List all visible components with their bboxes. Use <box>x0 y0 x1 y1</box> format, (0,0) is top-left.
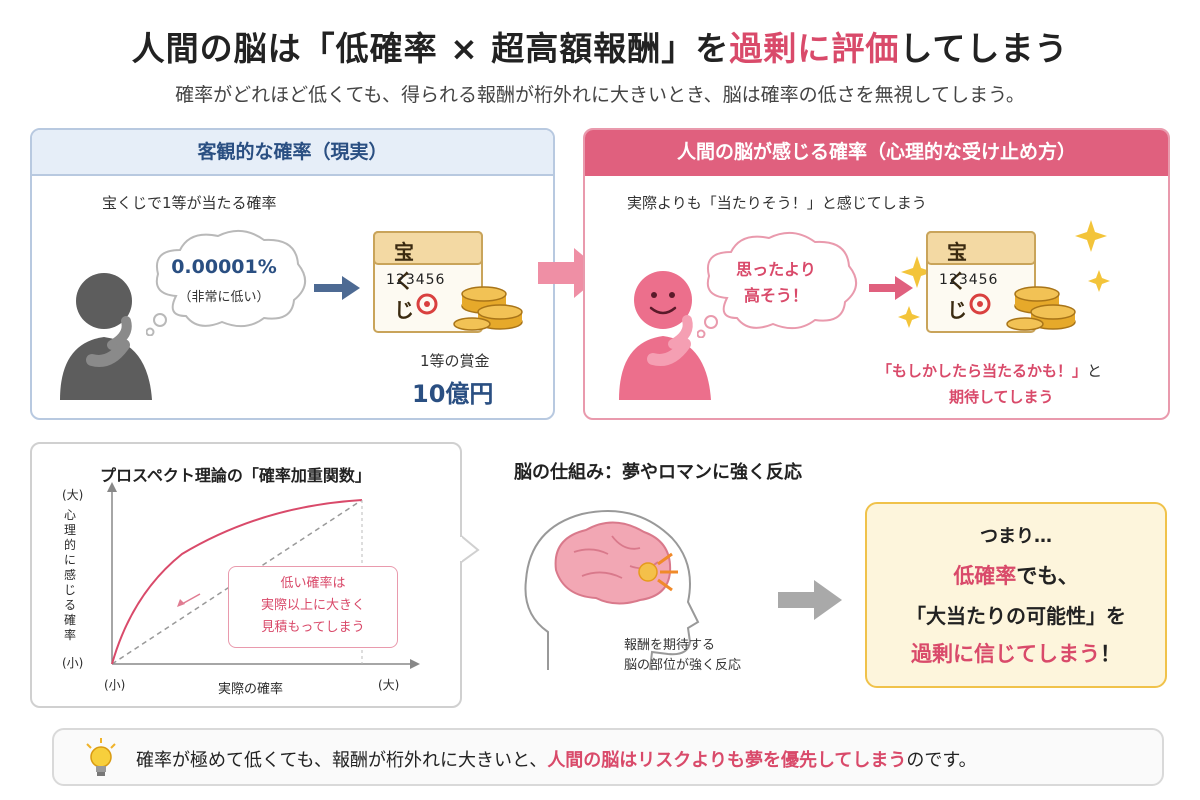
expectation-line1: 「もしかしたら当たるかも！」と <box>877 362 1103 380</box>
conclusion-line1: つまり… <box>980 526 1052 547</box>
graph-bubble-tail <box>460 535 480 565</box>
objective-probability-value: 0.00001% <box>171 256 277 278</box>
ticket-number-2: 123456 <box>939 272 999 288</box>
conclusion-line4: 過剰に信じてしまう！ <box>911 642 1121 666</box>
psychological-caption: 実際よりも「当たりそう！」と感じてしまう <box>627 194 927 212</box>
bubble-line1: 思ったより <box>736 260 816 279</box>
thinking-person-icon <box>60 273 152 400</box>
expectation-line2: 期待してしまう <box>949 388 1054 406</box>
y-axis-bottom: (小) <box>62 656 84 670</box>
x-axis-right: (大) <box>378 678 400 692</box>
summary-text: 確率が極めて低くても、報酬が桁外れに大きいと、人間の脳はリスクよりも夢を優先して… <box>136 750 977 771</box>
brain-caption: 報酬を期待する 脳の部位が強く反応 <box>624 636 741 676</box>
summary-bar: 確率が極めて低くても、報酬が桁外れに大きいと、人間の脳はリスクよりも夢を優先して… <box>52 728 1164 786</box>
y-axis-label: 心理的に感じる確率 <box>64 508 77 642</box>
right-arrow-icon <box>314 276 360 300</box>
prize-value: 10億円 <box>412 380 494 408</box>
conclusion-line2: 低確率でも、 <box>953 564 1079 588</box>
objective-panel: 客観的な確率（現実） 宝くじで1等が当たる確率 0.00001% （非常に低い） <box>30 128 555 420</box>
page-title: 人間の脳は「低確率 × 超高額報酬」を過剰に評価してしまう <box>131 29 1069 68</box>
callout-line2: 実際以上に大きく <box>260 598 365 613</box>
brain-heading: 脳の仕組み：夢やロマンに強く反応 <box>514 462 802 483</box>
ticket-number: 123456 <box>386 272 446 288</box>
prize-label: 1等の賞金 <box>420 352 490 370</box>
conclusion-box: つまり… 低確率でも、 「大当たりの可能性」を 過剰に信じてしまう！ <box>865 502 1167 688</box>
ticket-title-2: 宝くじ <box>947 240 967 322</box>
graph-plot <box>107 482 420 669</box>
right-arrow-icon-pink <box>869 276 913 300</box>
graph-title: プロスペクト理論の「確率加重関数」 <box>100 466 371 485</box>
graph-callout: 低い確率は 実際以上に大きく 見積もってしまう <box>228 566 398 648</box>
callout-line3: 見積もってしまう <box>261 620 365 635</box>
smiling-person-icon <box>619 271 711 400</box>
psychological-panel: 人間の脳が感じる確率（心理的な受け止め方） 実際よりも「当たりそう！」と感じてし… <box>583 128 1170 420</box>
callout-line1: 低い確率は <box>280 576 346 591</box>
x-axis-left: (小) <box>104 678 126 692</box>
objective-thought-bubble: 0.00001% （非常に低い） <box>146 224 306 336</box>
ticket-title: 宝くじ <box>394 240 414 322</box>
psychological-panel-heading: 人間の脳が感じる確率（心理的な受け止め方） <box>585 130 1168 176</box>
conclusion-line3: 「大当たりの可能性」を <box>906 604 1126 628</box>
probability-weighting-graph: プロスペクト理論の「確率加重関数」 (大) 心理的に感じる確率 (小) (小) … <box>30 442 462 708</box>
lottery-caption: 宝くじで1等が当たる確率 <box>102 194 277 212</box>
bubble-line2: 高そう！ <box>743 286 808 305</box>
lightbulb-icon <box>86 738 116 776</box>
page-subtitle: 確率がどれほど低くても、得られる報酬が桁外れに大きいとき、脳は確率の低さを無視し… <box>175 84 1025 106</box>
brain-head-icon <box>524 510 700 671</box>
brain-caption-line1: 報酬を期待する <box>624 638 716 653</box>
gray-right-arrow-icon <box>778 580 842 620</box>
x-axis-label: 実際の確率 <box>218 682 284 697</box>
brain-caption-line2: 脳の部位が強く反応 <box>624 658 742 673</box>
objective-panel-heading: 客観的な確率（現実） <box>32 130 553 176</box>
psychological-thought-bubble: 思ったより 高そう！ <box>697 226 857 338</box>
objective-probability-note: （非常に低い） <box>178 290 270 305</box>
y-axis-top: (大) <box>62 488 84 502</box>
